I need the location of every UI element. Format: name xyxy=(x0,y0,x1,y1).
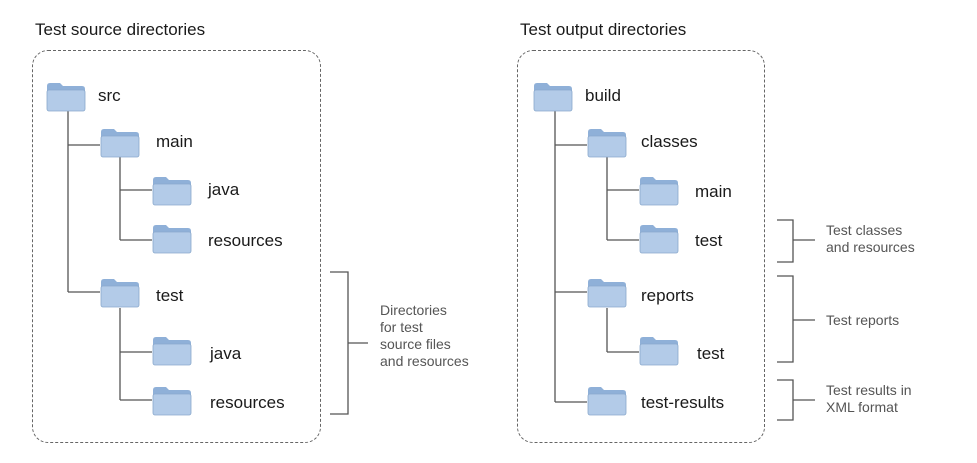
node-reports-label: reports xyxy=(641,286,694,305)
folder-icon xyxy=(100,129,140,158)
node-src-label: src xyxy=(98,86,121,105)
node-test-resources-label: resources xyxy=(210,393,285,412)
folder-icon xyxy=(639,177,679,206)
folder-icon xyxy=(639,225,679,254)
note-line: Directories xyxy=(380,302,447,318)
note-line: XML format xyxy=(826,399,898,415)
node-classes-main-label: main xyxy=(695,182,732,201)
node-build-label: build xyxy=(585,86,621,105)
note-line: and resources xyxy=(380,353,469,369)
folder-icon xyxy=(152,177,192,206)
node-classes-label: classes xyxy=(641,132,698,151)
left-panel-box xyxy=(32,50,321,443)
node-classes-test-label: test xyxy=(695,231,723,250)
node-main-java-label: java xyxy=(208,180,240,199)
node-test-java-label: java xyxy=(210,344,242,363)
folder-icon xyxy=(587,279,627,308)
note-line: for test xyxy=(380,319,423,335)
node-test-label: test xyxy=(156,286,184,305)
node-main-label: main xyxy=(156,132,193,151)
folder-icon xyxy=(152,225,192,254)
folder-icon xyxy=(46,83,86,112)
right-panel-box xyxy=(517,50,765,443)
left-bracket-note: Directories for test source files and re… xyxy=(380,302,469,370)
folder-icon xyxy=(152,337,192,366)
folder-icon xyxy=(587,387,627,416)
node-reports-test-label: test xyxy=(697,344,725,363)
node-test-results-label: test-results xyxy=(641,393,725,412)
note-line: Test reports xyxy=(826,312,900,328)
note-line: Test classes xyxy=(826,222,903,238)
right-panel-title: Test output directories xyxy=(520,20,687,39)
note-line: source files xyxy=(380,336,451,352)
note-line: Test results in xyxy=(826,382,912,398)
folder-icon xyxy=(587,129,627,158)
folder-icon xyxy=(152,387,192,416)
note-test-classes: Test classes and resources xyxy=(826,222,915,256)
note-test-results: Test results in XML format xyxy=(826,382,912,416)
folder-icon xyxy=(100,279,140,308)
left-panel-title: Test source directories xyxy=(35,20,206,39)
folder-icon xyxy=(639,337,679,366)
note-line: and resources xyxy=(826,239,915,255)
note-test-reports: Test reports xyxy=(826,312,899,329)
node-main-resources-label: resources xyxy=(208,231,283,250)
folder-icon xyxy=(533,83,573,112)
